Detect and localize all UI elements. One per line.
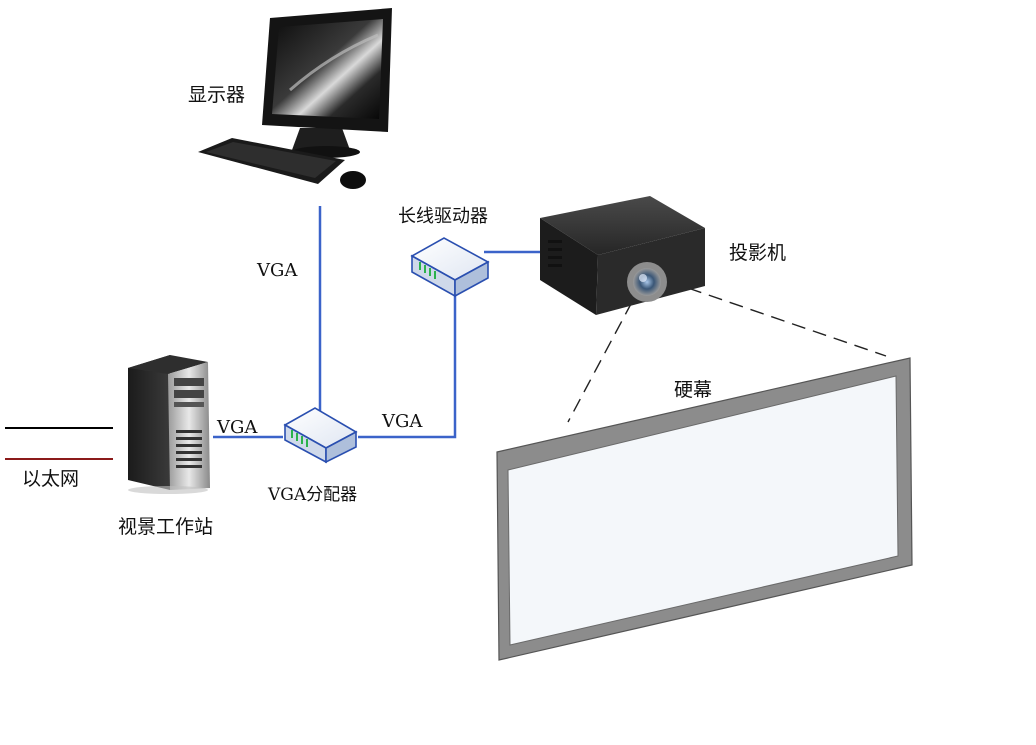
desktop-computer-icon [198,8,392,189]
projection-beam [567,287,887,423]
tower-top [128,355,208,374]
beam-line-right [687,287,887,357]
labels: 显示器 VGA 长线驱动器 投影机 硬幕 VGA VGA VGA分配器 以太网 … [22,84,786,538]
vga-top-label: VGA [256,260,298,281]
vga-splitter-box-icon [283,407,358,464]
monitor-screen [272,19,383,119]
vga-right-label: VGA [381,411,423,432]
screen-surface [507,375,899,646]
vga-left-label: VGA [216,417,258,438]
driver-side [454,260,489,298]
workstation-label: 视景工作站 [118,516,213,538]
monitor-label: 显示器 [188,84,245,106]
ethernet-label: 以太网 [22,468,79,490]
projection-screen-icon [496,357,913,661]
cables [5,206,542,460]
beam-line-left [567,301,633,423]
monitor-stand [292,128,350,150]
mouse [340,171,366,189]
projector-icon [540,196,705,315]
line-driver-box-icon [410,237,490,298]
splitter-label: VGA分配器 [267,485,357,505]
tower-pc-icon [128,355,210,494]
screen-label: 硬幕 [674,379,712,401]
vga-cable-splitter-to-line-driver [358,295,457,439]
splitter-side [325,430,357,464]
projector-top [540,196,705,255]
tower-side [128,355,170,490]
line-driver-label: 长线驱动器 [398,206,488,227]
projector-label: 投影机 [729,242,786,264]
